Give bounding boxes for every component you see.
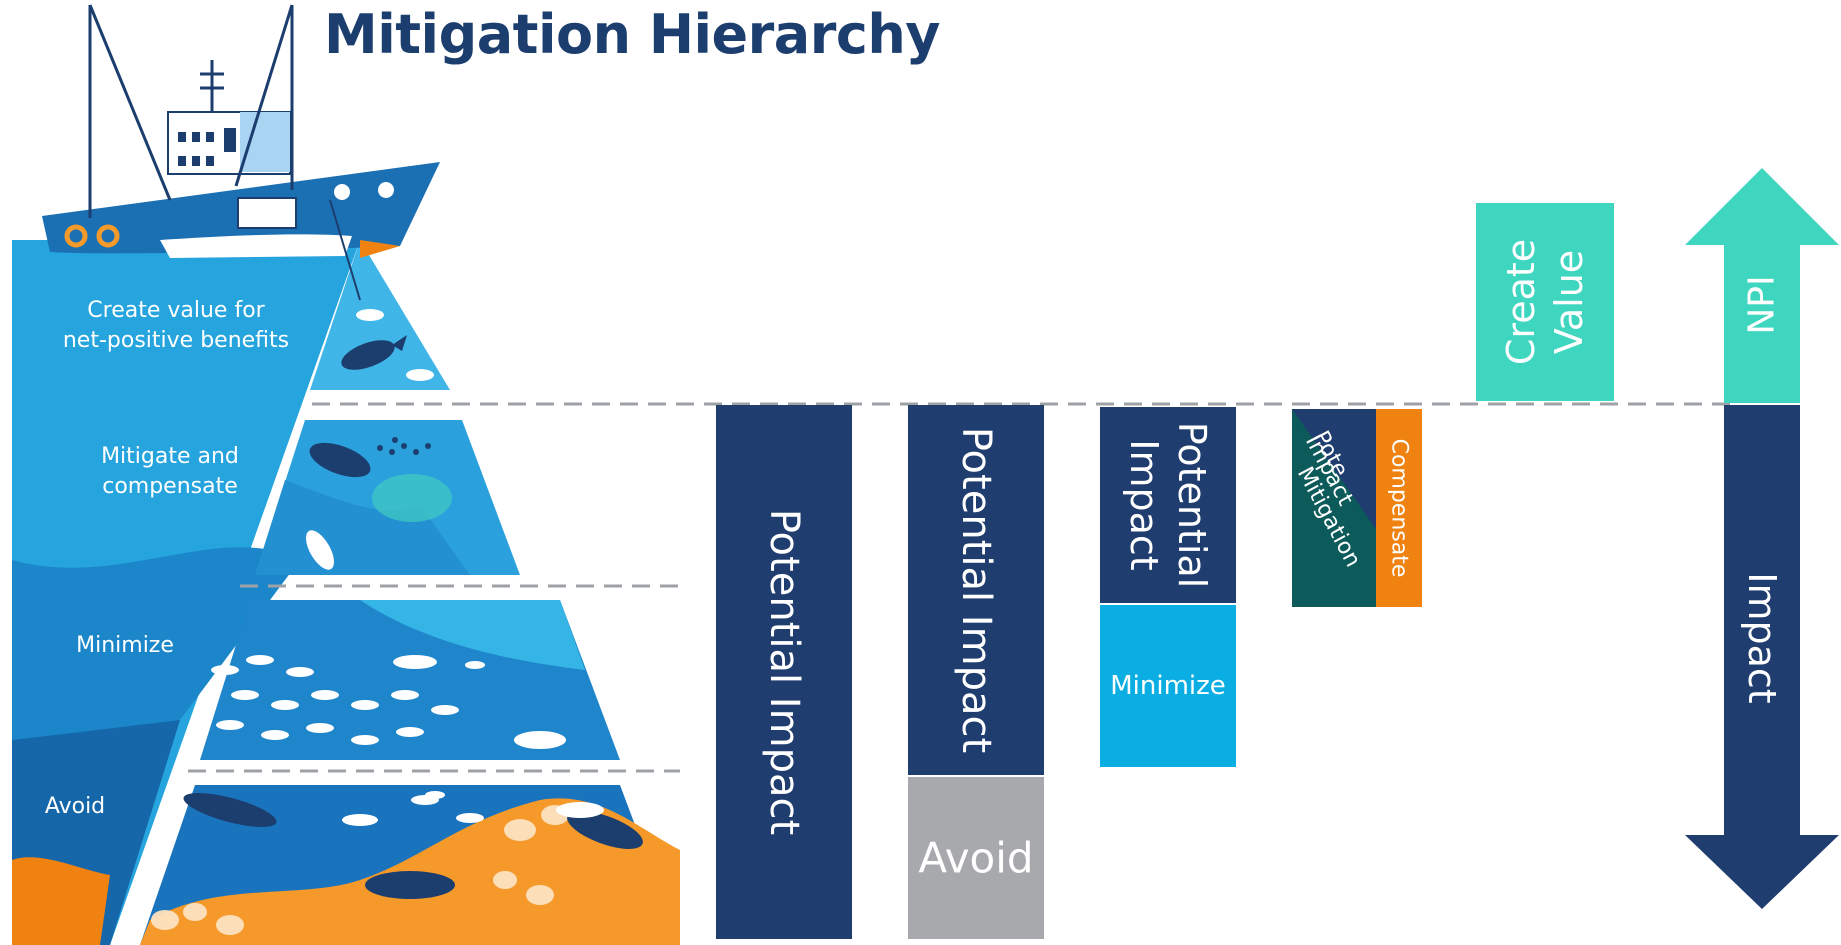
- bar-create-value: Create Value: [1476, 203, 1614, 401]
- left-sea-wave: [12, 547, 300, 740]
- pyramid-label-mitigate-line2: compensate: [102, 474, 238, 499]
- create-value-line2: Value: [1547, 249, 1591, 355]
- bar-minimize: Minimize: [1100, 605, 1236, 767]
- impact-arrow-down: [1685, 405, 1839, 909]
- bar-potential-impact-2: Potential Impact: [908, 405, 1044, 775]
- pyramid-label-mitigate: Mitigate and compensate: [40, 442, 300, 502]
- npi-arrow-up: [1685, 168, 1839, 403]
- bar-potential-impact-1: Potential Impact: [716, 405, 852, 939]
- bar-compensate: Compensate: [1376, 409, 1422, 607]
- pyramid-label-create-value: Create value for net-positive benefits: [36, 296, 316, 356]
- npi-impact-arrow: [1685, 168, 1839, 909]
- bar1-label: Potential Impact: [761, 508, 807, 836]
- bar-mitigation: Pote Impact Mitigation: [1292, 409, 1376, 607]
- bar-potential-impact-3: Potential Impact: [1100, 407, 1236, 603]
- page-title: Mitigation Hierarchy: [324, 3, 941, 66]
- create-value-label: Create Value: [1497, 239, 1593, 365]
- pyramid-label-mitigate-line1: Mitigate and: [101, 444, 239, 469]
- pyramid-label-minimize-text: Minimize: [76, 633, 174, 658]
- pyramid-label-create-value-line1: Create value for: [87, 298, 265, 323]
- bar4-potential-impact-triangle: [1292, 409, 1376, 529]
- bar3-label: Potential Impact: [1120, 422, 1216, 588]
- pyramid-label-create-value-line2: net-positive benefits: [62, 328, 290, 353]
- left-sand: [12, 857, 110, 945]
- create-value-line1: Create: [1499, 238, 1543, 366]
- bar2-avoid-label: Avoid: [918, 833, 1034, 883]
- mitigation-pyramid-illustration: [12, 4, 680, 945]
- impact-label: Impact: [1740, 572, 1784, 704]
- bar3-label-line2: Impact: [1122, 439, 1166, 571]
- npi-label: NPI: [1741, 275, 1783, 335]
- bar3-label-line1: Potential: [1170, 421, 1214, 589]
- bar2-label: Potential Impact: [953, 426, 999, 754]
- bar-avoid: Avoid: [908, 777, 1044, 939]
- bar4-compensate-label: Compensate: [1386, 438, 1412, 578]
- bar3-minimize-label: Minimize: [1110, 671, 1226, 701]
- pyramid-label-avoid-text: Avoid: [44, 794, 106, 819]
- pyramid-label-minimize: Minimize: [30, 631, 220, 661]
- pyramid-label-avoid: Avoid: [20, 792, 130, 822]
